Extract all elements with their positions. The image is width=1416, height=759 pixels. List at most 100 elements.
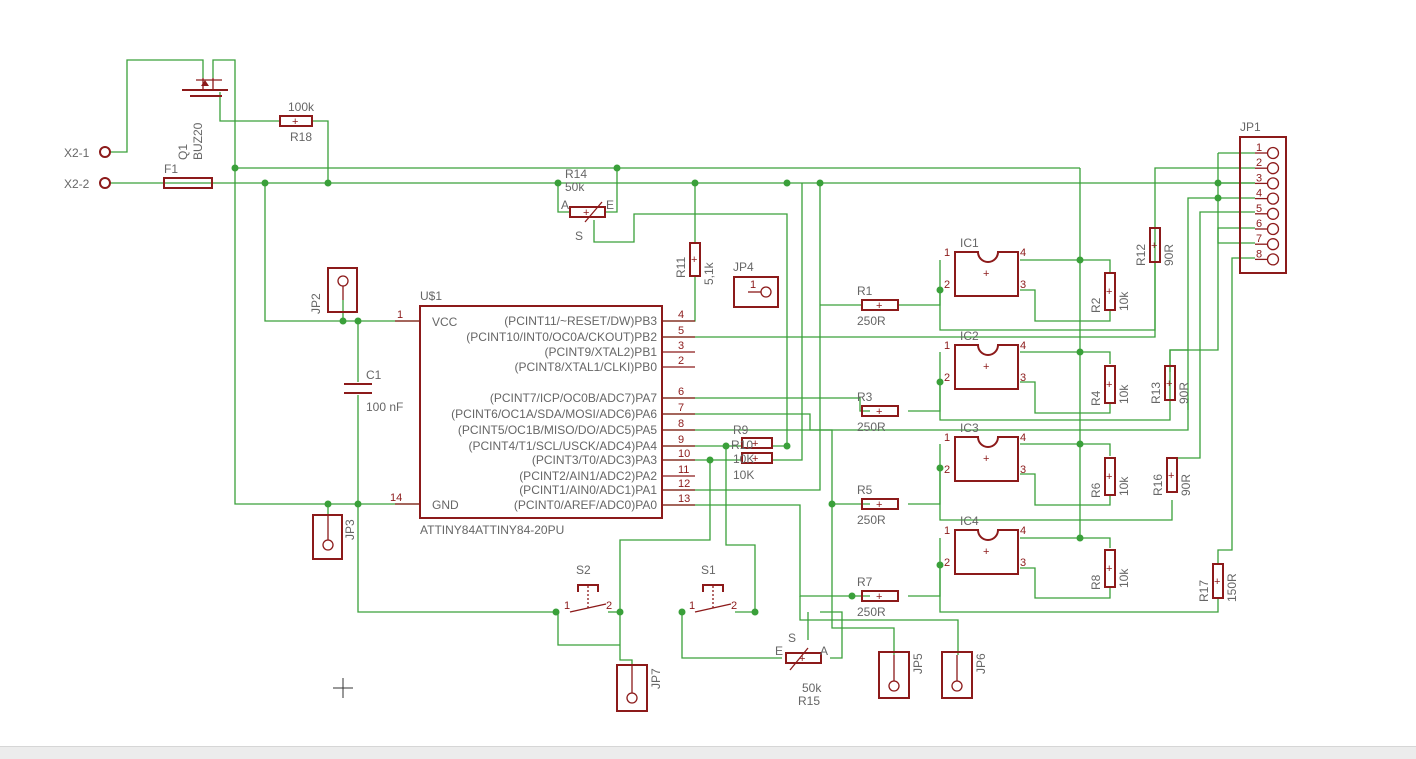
trimmer-r14[interactable]: + R14 50k A E S [561, 167, 614, 243]
x2-2-label: X2-2 [64, 177, 90, 191]
resistor-r1[interactable]: +R1 250R [857, 284, 899, 328]
resistor-r10[interactable]: + 10K 10K [733, 452, 773, 482]
svg-text:+: + [1214, 576, 1220, 588]
mcu-pin-label: (PCINT10/INT0/OC0A/CKOUT)PB2 [466, 330, 657, 344]
jumper-jp5[interactable]: JP5 [878, 651, 925, 699]
jumper-jp2[interactable]: JP2 [309, 267, 358, 314]
mcu-pin-label: (PCINT1/AIN0/ADC1)PA1 [519, 483, 657, 497]
svg-text:+: + [876, 300, 882, 312]
fuse-f1[interactable]: F1 [163, 162, 213, 189]
mcu-u1[interactable]: U$1 ATTINY84ATTINY84-20PU VCC GND 1 14 (… [390, 289, 695, 537]
svg-text:+: + [1168, 470, 1174, 482]
resistor-value: 10k [1117, 476, 1131, 496]
resistor-name: R6 [1089, 482, 1103, 498]
jp1-pin[interactable]: 5 [1255, 203, 1280, 220]
mcu-pin-number: 9 [678, 434, 684, 446]
r11-value: 5,1k [702, 261, 716, 285]
svg-text:+: + [752, 438, 758, 450]
switch-pin: 2 [606, 600, 612, 612]
jp1-pin[interactable]: 4 [1255, 188, 1280, 205]
jumper-jp3[interactable]: JP3 [312, 514, 357, 560]
resistor-r18[interactable]: + 100k R18 [279, 100, 315, 144]
ic-name: IC2 [960, 329, 979, 343]
ic-pin: 2 [944, 372, 950, 384]
jp1-pin[interactable]: 8 [1255, 248, 1280, 266]
jp1-pin-number: 2 [1256, 157, 1262, 169]
resistor-r9[interactable]: + R9 R10 [731, 423, 773, 452]
r15-name: R15 [798, 694, 820, 708]
mcu-gnd: GND [432, 498, 459, 512]
ic-name: IC1 [960, 236, 979, 250]
svg-text:+: + [1106, 563, 1112, 575]
resistor-value: 250R [857, 314, 886, 328]
connector-x2-1[interactable]: X2-1 [64, 146, 111, 160]
jp1-pin[interactable]: 3 [1255, 172, 1280, 190]
resistor-name: R1 [857, 284, 873, 298]
mcu-pin-number: 11 [678, 464, 689, 476]
resistor-value: 90R [1179, 474, 1193, 496]
r10-overlap: 10K [733, 452, 754, 466]
ic-pin: 4 [1020, 340, 1026, 352]
jumper-jp6[interactable]: JP6 [941, 651, 988, 699]
jp4-name: JP4 [733, 260, 754, 274]
r14-pin-a: A [561, 198, 569, 212]
jp1-pin[interactable]: 6 [1255, 218, 1280, 236]
jp1-pin[interactable]: 7 [1255, 233, 1280, 251]
resistor-r11[interactable]: + R11 5,1k [674, 242, 716, 285]
capacitor-c1[interactable]: C1 100 nF [344, 368, 403, 414]
status-bar [0, 746, 1416, 759]
trimmer-r15[interactable]: + E A S 50k R15 [775, 631, 828, 708]
resistor-name: R4 [1089, 390, 1103, 406]
jumper-jp4[interactable]: JP4 1 [733, 260, 779, 308]
svg-text:+: + [876, 499, 882, 511]
resistor-name: R8 [1089, 574, 1103, 590]
svg-text:+: + [1151, 240, 1157, 252]
r11-name: R11 [674, 257, 688, 278]
ic-pin: 1 [944, 340, 950, 352]
switch-pin: 2 [731, 600, 737, 612]
svg-text:+: + [983, 361, 989, 373]
jp1-pin[interactable]: 1 [1255, 142, 1280, 160]
jumper-jp7[interactable]: JP7 [616, 664, 663, 712]
mosfet-q1[interactable]: Q1 BUZ20 [176, 78, 228, 160]
switch-name: S1 [701, 563, 716, 577]
jp1-pin[interactable]: 2 [1255, 157, 1280, 175]
q1-name: Q1 [176, 144, 190, 160]
connector-x2-2[interactable]: X2-2 [64, 177, 111, 191]
